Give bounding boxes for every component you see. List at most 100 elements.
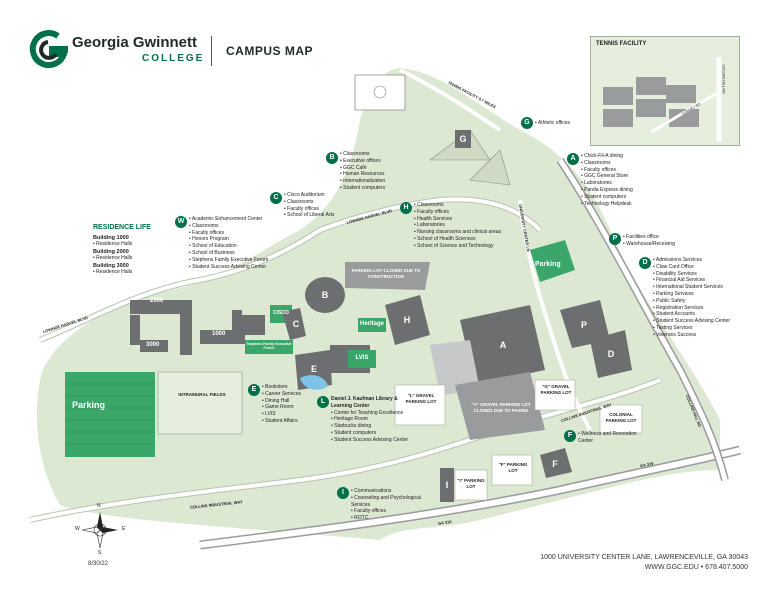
- label-cisco: CISCO: [273, 310, 289, 316]
- res-b2000: Building 2000: [93, 249, 129, 255]
- compass-n: N: [97, 503, 101, 509]
- parking-west-lot: [65, 372, 155, 457]
- badge-f: F: [564, 430, 576, 442]
- road-tennis: [399, 68, 502, 132]
- badge-g: G: [521, 117, 533, 129]
- soccer-field: [354, 74, 406, 111]
- building-w: [240, 315, 265, 335]
- callout-c: Cisco AuditoriumClassroomsFaculty office…: [284, 192, 374, 219]
- heritage-plaza: [358, 318, 386, 332]
- building-c: [282, 308, 306, 340]
- res-b2000-sub: • Residence Halls: [93, 255, 133, 261]
- label-lot-i: "I" PARKING LOT: [457, 478, 485, 489]
- building-3000-block: [140, 340, 168, 352]
- brand-college: COLLEGE: [142, 53, 205, 64]
- callout-f: Wellness and Recreation Center: [578, 431, 646, 445]
- lot-colonial: [599, 404, 643, 434]
- map-date: 8/30/22: [88, 561, 109, 567]
- compass-rose-icon: [81, 512, 118, 549]
- label-parking-west: Parking: [72, 400, 106, 410]
- ggc-logo: [28, 28, 328, 72]
- building-d: [590, 330, 632, 378]
- building-b: [305, 277, 345, 313]
- badge-b: B: [326, 152, 338, 164]
- stephens-forum: [245, 340, 293, 354]
- road-university-center: [518, 199, 592, 431]
- callout-l: Daniel J. Kaufman Library & Learning Cen…: [331, 396, 416, 444]
- building-p: [560, 300, 610, 348]
- label-lot-f: "F" PARKING LOT: [498, 462, 528, 473]
- callout-e: BookstoreCareer ServicesDining HallGame …: [262, 384, 322, 425]
- label-building-e: E: [311, 364, 317, 374]
- badge-w: W: [175, 216, 187, 228]
- page-title: CAMPUS MAP: [226, 44, 314, 58]
- callout-b: ClassroomsExecutive officesGGC CaféHuman…: [340, 151, 440, 192]
- badge-p: P: [609, 233, 621, 245]
- callout-p: Facilities officeWarehouse/Receiving: [623, 234, 703, 248]
- callout-h: ClassroomsFaculty officesHealth Services…: [414, 202, 524, 250]
- res-b3000: Building 3000: [93, 263, 129, 269]
- label-res-3000: 3000: [146, 342, 160, 348]
- label-heritage: Heritage: [359, 321, 384, 327]
- label-building-a: A: [500, 340, 507, 350]
- residence-title: RESIDENCE LIFE: [93, 224, 151, 231]
- building-g: [455, 130, 471, 148]
- compass-w: W: [75, 526, 80, 532]
- parking-a-gravel: [455, 372, 545, 440]
- badge-d: D: [639, 257, 651, 269]
- parking-grey-1: [430, 340, 480, 395]
- callout-d: Admissions ServicesClaw Card OfficeDisab…: [653, 257, 748, 339]
- building-a: [460, 305, 545, 385]
- parking-west-stripes: [65, 383, 155, 445]
- footer: 1000 UNIVERSITY CENTER LANE, LAWRENCEVIL…: [540, 553, 748, 573]
- road-ga316-inner: [199, 447, 741, 548]
- ggc-logo-mark-icon: [29, 30, 69, 69]
- footer-address: 1000 UNIVERSITY CENTER LANE, LAWRENCEVIL…: [540, 554, 748, 561]
- lot-g-gravel: [534, 379, 576, 411]
- lot-i: [454, 469, 488, 501]
- building-h: [385, 295, 430, 345]
- badge-a: A: [567, 153, 579, 165]
- residence-life-panel: RESIDENCE LIFE Building 1000 • Residence…: [93, 224, 188, 275]
- building-2000-block: [130, 300, 180, 314]
- lvis: [348, 350, 376, 368]
- res-b1000-sub: • Residence Halls: [93, 241, 133, 247]
- road-collins-hill-inner: [557, 158, 728, 481]
- road-lowndes-harvel-inner: [39, 197, 542, 342]
- label-lvis: LVIS: [355, 355, 369, 361]
- tennis-inset: TENNIS FACILITY COLLINS HILL RD CONVEY R…: [590, 36, 740, 146]
- parking-lot-closed: [345, 262, 430, 290]
- lot-f: [491, 454, 533, 486]
- label-building-b: B: [322, 290, 329, 300]
- label-intramural: INTRAMURAL FIELDS: [178, 392, 226, 397]
- label-lot-l: "L" GRAVEL PARKING LOT: [405, 393, 437, 404]
- label-building-p: P: [581, 320, 587, 330]
- callout-a: Chick-Fil-A diningClassroomsFaculty offi…: [581, 153, 651, 207]
- tennis-road-collins: COLLINS HILL RD: [721, 64, 726, 94]
- label-lot-closed: PARKING LOT CLOSED DUE TO CONSTRUCTION: [351, 268, 421, 279]
- label-stephens: Stephens Family Executive Forum: [246, 342, 292, 350]
- label-lot-colonial: COLONIAL PARKING LOT: [605, 412, 637, 423]
- label-res-2000: 2000: [150, 298, 164, 304]
- label-building-c: C: [293, 319, 300, 329]
- label-parking-ne: Parking: [535, 261, 561, 268]
- label-res-1000: 1000: [212, 331, 226, 337]
- parking-ne-lot: [530, 240, 575, 282]
- compass-s: S: [98, 550, 102, 556]
- intramural-fields-area: [157, 371, 243, 435]
- label-building-d: D: [608, 349, 615, 359]
- footer-contact: WWW.GGC.EDU • 678.407.5000: [644, 564, 748, 571]
- callout-w: Academic Enhancement CenterClassroomsFac…: [189, 216, 289, 270]
- label-building-f: F: [552, 459, 558, 469]
- res-b3000-sub: • Residence Halls: [93, 269, 133, 275]
- badge-e: E: [248, 384, 260, 396]
- label-building-h: H: [404, 315, 411, 325]
- badge-c: C: [270, 192, 282, 204]
- compass-e: E: [122, 526, 126, 532]
- callout-i: CommunicationsCounseling and Psychologic…: [351, 488, 421, 522]
- badge-i: I: [337, 487, 349, 499]
- softball-field: [469, 149, 511, 186]
- building-i: [440, 468, 454, 502]
- label-building-g: G: [459, 134, 466, 144]
